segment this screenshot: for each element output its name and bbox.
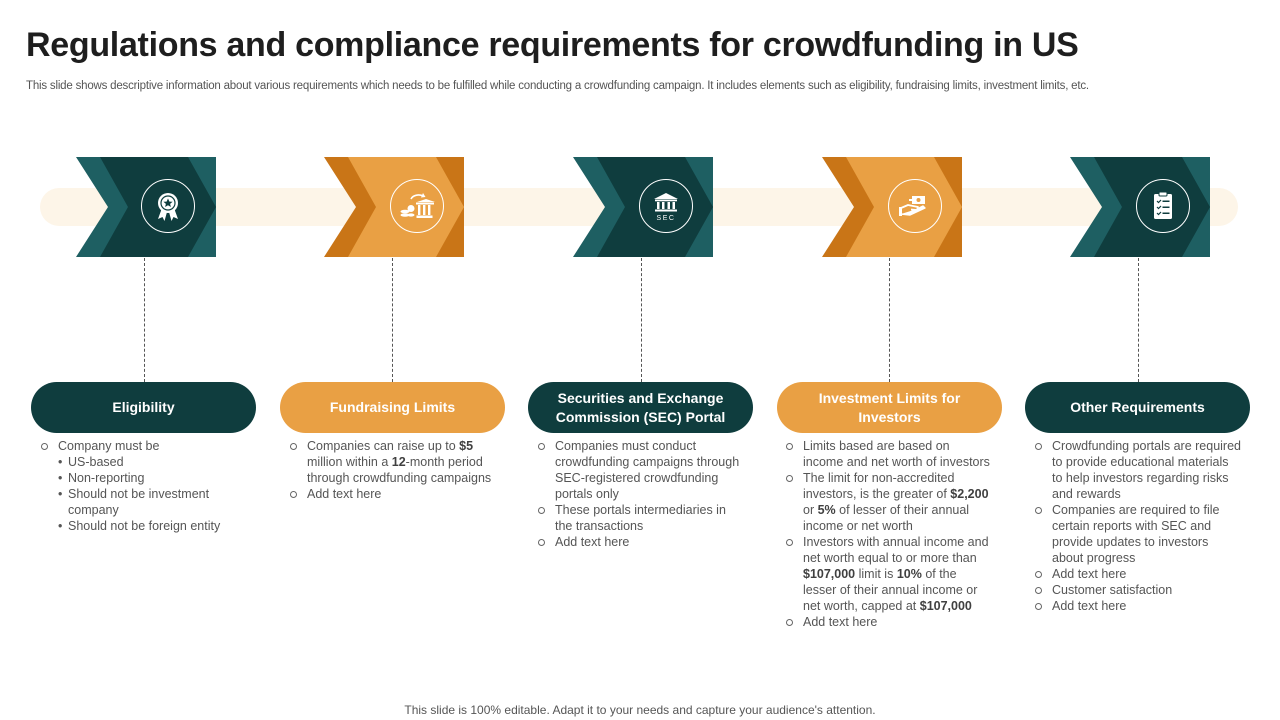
list-item: Add text here [535, 534, 745, 550]
sub-list-item: Should not be investment company [58, 486, 248, 518]
heading-pill: Investment Limits for Investors [777, 382, 1002, 433]
connector-line [1138, 258, 1139, 382]
heading-text: Other Requirements [1070, 399, 1205, 415]
heading-pill: Eligibility [31, 382, 256, 433]
list-item: These portals intermediaries in the tran… [535, 502, 745, 534]
page-subtitle: This slide shows descriptive information… [26, 80, 1089, 92]
heading-text: Eligibility [112, 399, 175, 415]
heading-pill: Fundraising Limits [280, 382, 505, 433]
heading-pill: Securities and Exchange Commission (SEC)… [528, 382, 753, 433]
item-list: Companies must conduct crowdfunding camp… [535, 438, 745, 550]
connector-line [641, 258, 642, 382]
list-item: Investors with annual income and net wor… [783, 534, 993, 614]
heading-text: Investment Limits for Investors [818, 389, 961, 425]
footer-note: This slide is 100% editable. Adapt it to… [404, 703, 876, 717]
sub-list-item: Non-reporting [58, 470, 248, 486]
list-item: Add text here [287, 486, 497, 502]
list-item: Companies can raise up to $5 million wit… [287, 438, 497, 486]
list-item: Company must be US-based Non-reporting S… [38, 438, 248, 534]
item-list: Companies can raise up to $5 million wit… [287, 438, 497, 502]
item-list: Limits based are based on income and net… [783, 438, 993, 630]
list-item: Limits based are based on income and net… [783, 438, 993, 470]
item-list: Company must be US-based Non-reporting S… [38, 438, 248, 534]
connector-line [889, 258, 890, 382]
sub-list: US-based Non-reporting Should not be inv… [58, 454, 248, 534]
list-item: Companies are required to file certain r… [1032, 502, 1242, 566]
connector-line [144, 258, 145, 382]
timeline-band [40, 188, 1238, 226]
item-list: Crowdfunding portals are required to pro… [1032, 438, 1242, 614]
list-item: Crowdfunding portals are required to pro… [1032, 438, 1242, 502]
heading-text: Securities and Exchange Commission (SEC)… [555, 389, 726, 425]
list-item: Companies must conduct crowdfunding camp… [535, 438, 745, 502]
list-item: Customer satisfaction [1032, 582, 1242, 598]
sub-list-item: Should not be foreign entity [58, 518, 248, 534]
list-item: Add text here [783, 614, 993, 630]
heading-pill: Other Requirements [1025, 382, 1250, 433]
page-title: Regulations and compliance requirements … [26, 26, 1079, 64]
list-item: Add text here [1032, 598, 1242, 614]
heading-text: Fundraising Limits [329, 399, 456, 415]
connector-line [392, 258, 393, 382]
list-item: The limit for non-accredited investors, … [783, 470, 993, 534]
list-item: Add text here [1032, 566, 1242, 582]
sub-list-item: US-based [58, 454, 248, 470]
